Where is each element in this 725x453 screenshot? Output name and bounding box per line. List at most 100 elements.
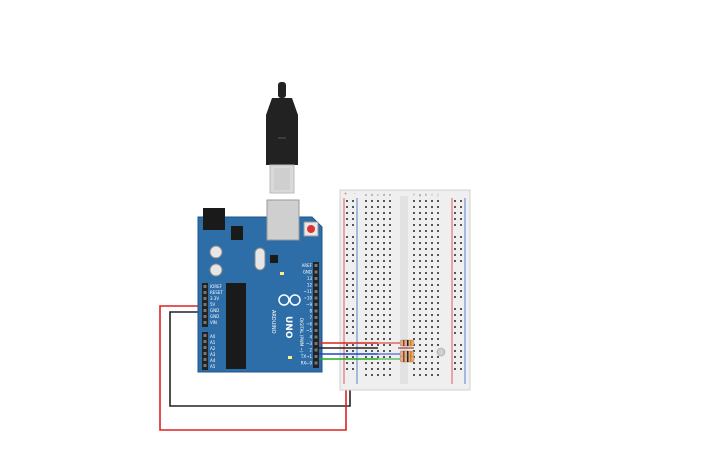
breadboard-hole[interactable] xyxy=(383,218,385,220)
breadboard-hole[interactable] xyxy=(377,278,379,280)
breadboard-hole[interactable] xyxy=(431,206,433,208)
breadboard-hole[interactable] xyxy=(454,200,456,202)
breadboard-hole[interactable] xyxy=(377,374,379,376)
breadboard-hole[interactable] xyxy=(377,200,379,202)
breadboard-hole[interactable] xyxy=(425,350,427,352)
breadboard-hole[interactable] xyxy=(413,206,415,208)
breadboard-hole[interactable] xyxy=(352,236,354,238)
breadboard-hole[interactable] xyxy=(383,350,385,352)
breadboard-hole[interactable] xyxy=(389,314,391,316)
breadboard-hole[interactable] xyxy=(431,356,433,358)
breadboard-hole[interactable] xyxy=(431,338,433,340)
breadboard-hole[interactable] xyxy=(365,224,367,226)
breadboard-hole[interactable] xyxy=(431,272,433,274)
breadboard-hole[interactable] xyxy=(437,320,439,322)
breadboard-hole[interactable] xyxy=(437,224,439,226)
breadboard-hole[interactable] xyxy=(454,218,456,220)
breadboard-hole[interactable] xyxy=(413,332,415,334)
breadboard-hole[interactable] xyxy=(425,320,427,322)
breadboard-hole[interactable] xyxy=(425,314,427,316)
breadboard-hole[interactable] xyxy=(425,224,427,226)
header-pin[interactable] xyxy=(314,303,318,306)
header-pin[interactable] xyxy=(203,285,207,288)
breadboard-hole[interactable] xyxy=(352,254,354,256)
breadboard-hole[interactable] xyxy=(419,344,421,346)
breadboard-hole[interactable] xyxy=(460,212,462,214)
breadboard-hole[interactable] xyxy=(389,332,391,334)
breadboard-hole[interactable] xyxy=(425,284,427,286)
breadboard-hole[interactable] xyxy=(377,272,379,274)
breadboard-hole[interactable] xyxy=(437,230,439,232)
breadboard-hole[interactable] xyxy=(377,296,379,298)
breadboard-hole[interactable] xyxy=(419,326,421,328)
breadboard-hole[interactable] xyxy=(431,362,433,364)
breadboard-hole[interactable] xyxy=(365,242,367,244)
breadboard-hole[interactable] xyxy=(419,230,421,232)
breadboard-hole[interactable] xyxy=(346,350,348,352)
breadboard-hole[interactable] xyxy=(383,332,385,334)
breadboard-hole[interactable] xyxy=(371,338,373,340)
breadboard-hole[interactable] xyxy=(389,296,391,298)
breadboard-hole[interactable] xyxy=(377,308,379,310)
breadboard-hole[interactable] xyxy=(460,314,462,316)
breadboard-hole[interactable] xyxy=(389,260,391,262)
breadboard-hole[interactable] xyxy=(346,290,348,292)
breadboard-hole[interactable] xyxy=(460,356,462,358)
header-pin[interactable] xyxy=(203,297,207,300)
breadboard-hole[interactable] xyxy=(419,302,421,304)
breadboard-hole[interactable] xyxy=(389,200,391,202)
breadboard-hole[interactable] xyxy=(371,248,373,250)
breadboard-hole[interactable] xyxy=(371,314,373,316)
breadboard-hole[interactable] xyxy=(454,212,456,214)
breadboard-hole[interactable] xyxy=(371,254,373,256)
breadboard-hole[interactable] xyxy=(460,332,462,334)
breadboard-hole[interactable] xyxy=(413,338,415,340)
breadboard-hole[interactable] xyxy=(352,368,354,370)
breadboard-hole[interactable] xyxy=(460,206,462,208)
breadboard-hole[interactable] xyxy=(437,296,439,298)
breadboard-hole[interactable] xyxy=(383,254,385,256)
breadboard-hole[interactable] xyxy=(413,308,415,310)
breadboard-hole[interactable] xyxy=(454,278,456,280)
breadboard-hole[interactable] xyxy=(425,356,427,358)
breadboard-hole[interactable] xyxy=(389,284,391,286)
header-pin[interactable] xyxy=(314,283,318,287)
breadboard-hole[interactable] xyxy=(377,290,379,292)
breadboard-hole[interactable] xyxy=(437,248,439,250)
breadboard-hole[interactable] xyxy=(425,368,427,370)
breadboard-hole[interactable] xyxy=(437,206,439,208)
breadboard-hole[interactable] xyxy=(371,236,373,238)
breadboard-hole[interactable] xyxy=(460,200,462,202)
breadboard-hole[interactable] xyxy=(383,320,385,322)
breadboard-hole[interactable] xyxy=(454,248,456,250)
breadboard-hole[interactable] xyxy=(437,242,439,244)
breadboard-hole[interactable] xyxy=(365,236,367,238)
breadboard-hole[interactable] xyxy=(352,278,354,280)
breadboard-hole[interactable] xyxy=(346,224,348,226)
breadboard-hole[interactable] xyxy=(383,296,385,298)
breadboard-hole[interactable] xyxy=(352,314,354,316)
breadboard-hole[interactable] xyxy=(352,272,354,274)
breadboard-hole[interactable] xyxy=(352,326,354,328)
header-pin[interactable] xyxy=(203,346,207,349)
breadboard-hole[interactable] xyxy=(425,344,427,346)
breadboard-hole[interactable] xyxy=(383,326,385,328)
breadboard-hole[interactable] xyxy=(425,326,427,328)
breadboard-hole[interactable] xyxy=(419,284,421,286)
breadboard-hole[interactable] xyxy=(419,308,421,310)
breadboard-hole[interactable] xyxy=(419,218,421,220)
breadboard-hole[interactable] xyxy=(383,290,385,292)
breadboard-hole[interactable] xyxy=(371,242,373,244)
header-pin[interactable] xyxy=(203,340,207,343)
breadboard-hole[interactable] xyxy=(460,350,462,352)
breadboard-hole[interactable] xyxy=(365,248,367,250)
breadboard-hole[interactable] xyxy=(346,218,348,220)
breadboard-hole[interactable] xyxy=(437,266,439,268)
header-pin[interactable] xyxy=(314,361,318,365)
breadboard-hole[interactable] xyxy=(365,344,367,346)
breadboard-hole[interactable] xyxy=(383,212,385,214)
breadboard-hole[interactable] xyxy=(346,314,348,316)
breadboard-hole[interactable] xyxy=(365,368,367,370)
breadboard-hole[interactable] xyxy=(371,350,373,352)
